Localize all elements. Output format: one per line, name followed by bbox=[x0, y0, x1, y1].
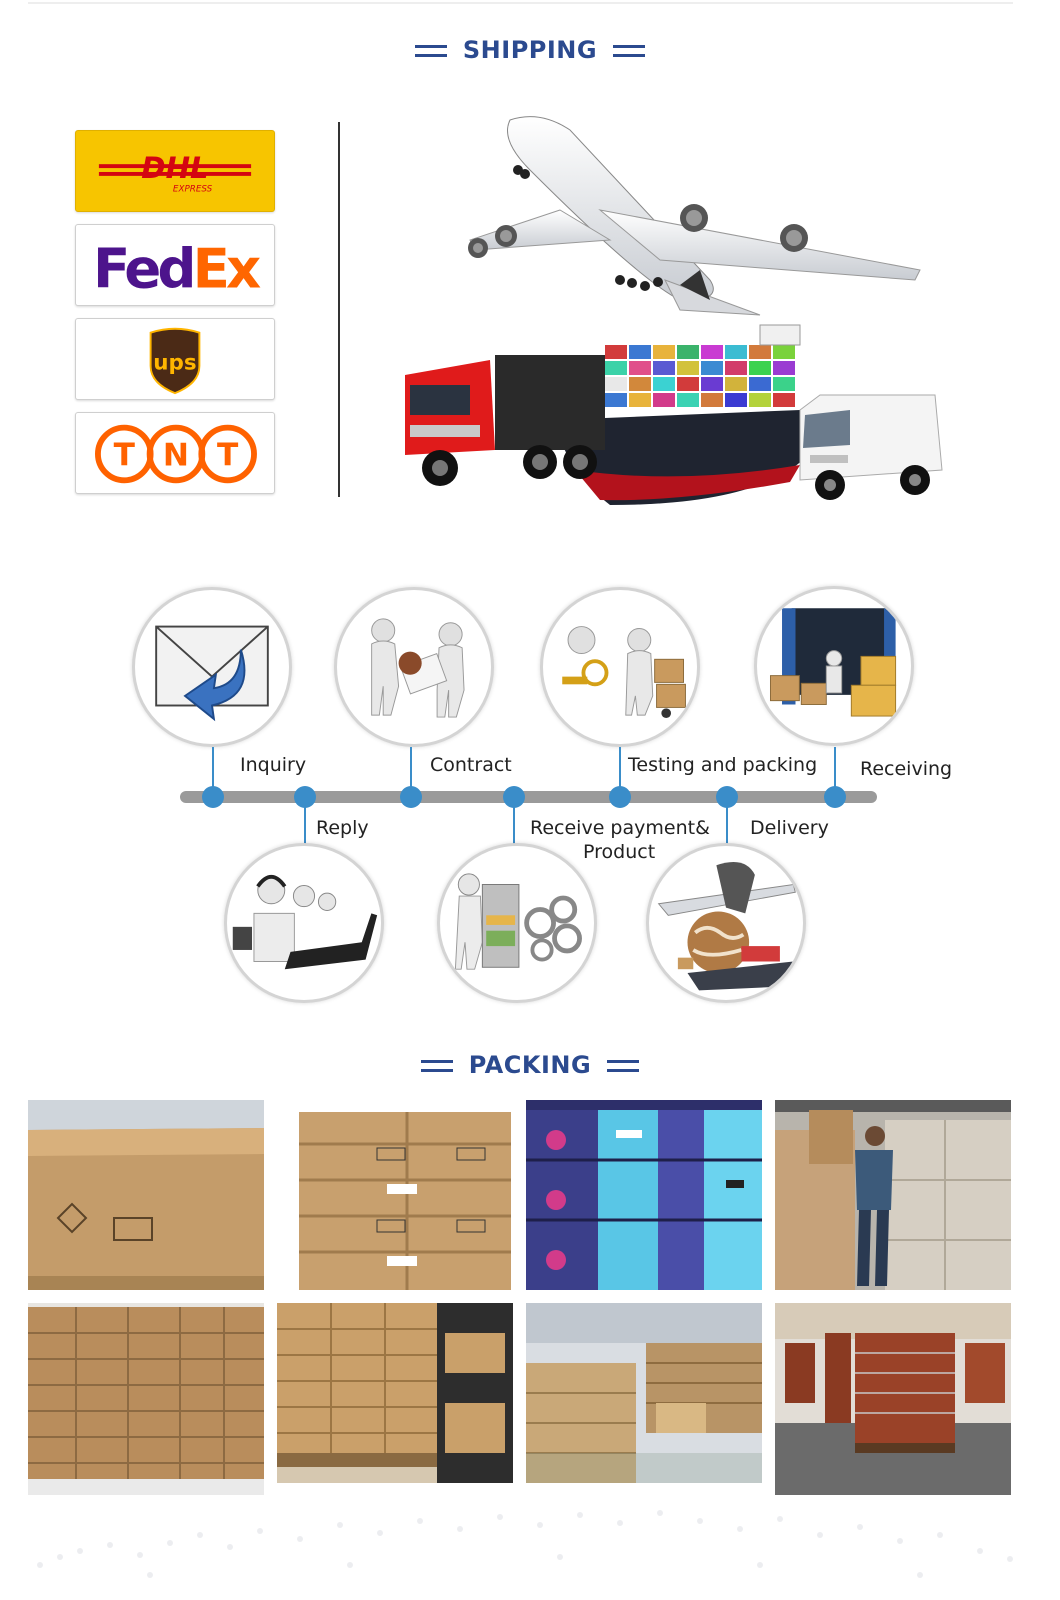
tnt-logo: T N T bbox=[75, 412, 275, 494]
packing-photo-container bbox=[28, 1303, 264, 1495]
title-bar-right bbox=[607, 1060, 640, 1072]
contract-figures-icon bbox=[334, 587, 494, 747]
fedex-logo: FedEx bbox=[75, 224, 275, 306]
svg-text:FedEx: FedEx bbox=[93, 236, 261, 300]
fedex-logo-graphic: FedEx bbox=[93, 236, 265, 300]
timeline-dot bbox=[400, 786, 422, 808]
dhl-text: DHL bbox=[141, 151, 208, 185]
packing-title: PACKING bbox=[468, 1051, 592, 1079]
payment-product-icon bbox=[437, 843, 597, 1003]
connector-delivery bbox=[726, 806, 728, 844]
airplane-truck-ship-van-icon bbox=[405, 116, 943, 505]
dhl-logo: DHL EXPRESS bbox=[75, 130, 275, 212]
top-divider bbox=[28, 2, 1013, 4]
dhl-subtext: EXPRESS bbox=[173, 184, 213, 194]
svg-text:N: N bbox=[163, 438, 189, 474]
delivery-globe-plane-icon bbox=[646, 843, 806, 1003]
timeline-dot bbox=[716, 786, 738, 808]
packing-heading: PACKING bbox=[0, 1051, 1060, 1079]
ups-logo: ups bbox=[75, 318, 275, 400]
timeline-dot bbox=[202, 786, 224, 808]
inquiry-envelope-icon bbox=[132, 587, 292, 747]
ups-text: ups bbox=[153, 351, 196, 376]
step-label-delivery: Delivery bbox=[750, 817, 829, 839]
packing-photo-pallets bbox=[277, 1303, 513, 1483]
packing-photo-worker bbox=[775, 1100, 1011, 1290]
title-bar-left bbox=[420, 1060, 453, 1072]
connector-receiving bbox=[834, 747, 836, 789]
packing-photo-wrapped-pallets bbox=[775, 1303, 1011, 1495]
packing-photo-stack bbox=[277, 1100, 513, 1290]
step-label-testing-packing: Testing and packing bbox=[628, 754, 818, 776]
receiving-container-icon bbox=[754, 586, 914, 746]
world-map-background bbox=[0, 1495, 1060, 1595]
step-label-product: Product bbox=[583, 841, 656, 863]
connector-reply bbox=[304, 806, 306, 844]
connector-inquiry bbox=[212, 747, 214, 789]
timeline-dot bbox=[503, 786, 525, 808]
step-label-contract: Contract bbox=[430, 754, 512, 776]
shipping-heading: SHIPPING bbox=[0, 36, 1060, 64]
step-label-reply: Reply bbox=[316, 817, 369, 839]
connector-payment bbox=[513, 806, 515, 844]
shipping-title: SHIPPING bbox=[462, 36, 598, 64]
step-label-inquiry: Inquiry bbox=[240, 754, 307, 776]
connector-contract bbox=[410, 747, 412, 789]
connector-testing bbox=[619, 747, 621, 789]
fedex-ex-text: Ex bbox=[193, 236, 261, 300]
packing-photo-warehouse bbox=[526, 1303, 762, 1483]
transport-illustration bbox=[380, 110, 980, 520]
svg-text:T: T bbox=[114, 438, 136, 474]
timeline-dot bbox=[294, 786, 316, 808]
svg-text:T: T bbox=[217, 438, 239, 474]
tnt-logo-graphic: T N T bbox=[95, 424, 257, 484]
timeline-dot bbox=[609, 786, 631, 808]
timeline-dot bbox=[824, 786, 846, 808]
process-timeline bbox=[180, 791, 877, 803]
title-bar-left bbox=[414, 45, 447, 57]
title-bar-right bbox=[613, 45, 646, 57]
fedex-fed-text: Fed bbox=[93, 236, 193, 300]
vertical-divider bbox=[338, 122, 340, 497]
testing-packing-icon bbox=[540, 587, 700, 747]
packing-photo-box bbox=[28, 1100, 264, 1290]
dhl-logo-graphic: DHL EXPRESS bbox=[98, 151, 252, 194]
step-label-receive-payment: Receive payment& bbox=[530, 817, 710, 839]
packing-photo-retail bbox=[526, 1100, 762, 1290]
ups-shield-icon: ups bbox=[149, 327, 201, 395]
reply-operators-icon bbox=[224, 843, 384, 1003]
step-label-receiving: Receiving bbox=[860, 758, 953, 780]
